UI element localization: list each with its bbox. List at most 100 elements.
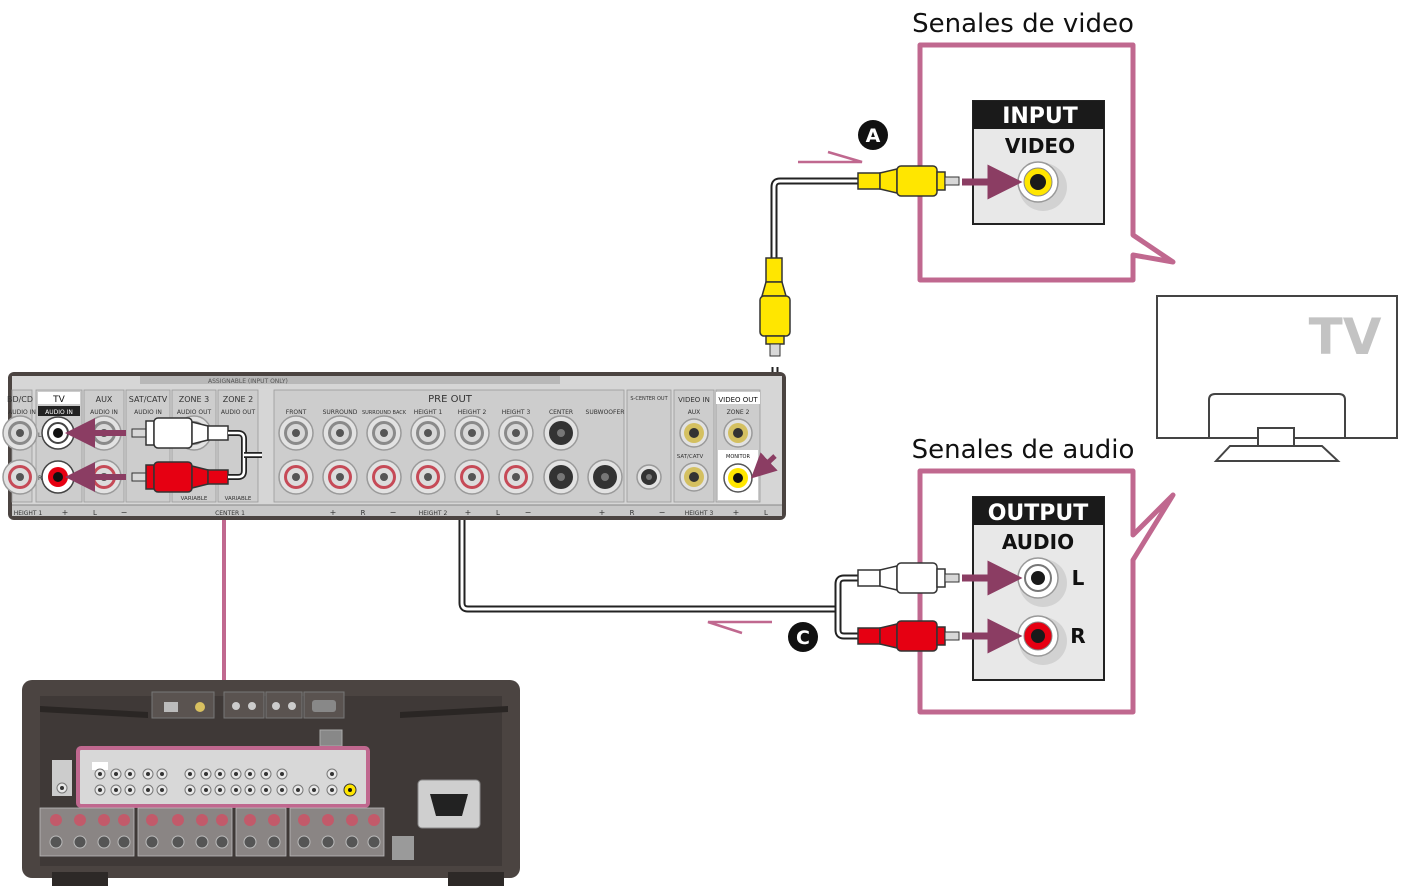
label-pre-out: PRE OUT [428, 394, 473, 405]
label-subwoofer: SUBWOOFER [586, 409, 625, 416]
label-tv-audio-in: AUDIO IN [45, 409, 73, 416]
label-plus-3: + [465, 508, 472, 517]
tv-label: TV [1309, 308, 1382, 366]
jack-subwoofer-1 [543, 459, 579, 495]
label-zone3-audio-out: AUDIO OUT [177, 409, 212, 416]
label-bottom-center-1: CENTER 1 [215, 510, 245, 517]
label-plus-1: + [62, 508, 69, 517]
label-height-2: HEIGHT 2 [458, 409, 487, 416]
label-video-in-aux: AUX [688, 409, 701, 416]
receiver-panel-zoom: ASSIGNABLE (INPUT ONLY) BD/CD AUDIO IN T… [2, 372, 786, 520]
label-video-in-satcatv: SAT/CATV [677, 454, 704, 460]
label-surround-back: SURROUND BACK [362, 410, 407, 416]
label-bottom-height-3: HEIGHT 3 [685, 510, 714, 517]
label-video-in: VIDEO IN [678, 396, 710, 404]
label-ch-l: L [38, 432, 42, 439]
jack-subwoofer-2 [587, 459, 623, 495]
jack-tv-audio-in-l [41, 416, 75, 450]
jack-surround-l [322, 415, 358, 451]
audio-signal-arrow [707, 620, 772, 635]
label-monitor: MONITOR [726, 454, 750, 460]
label-bottom-r-1: R [361, 509, 366, 517]
audio-right-label: R [1070, 624, 1085, 648]
panel-white-plug [131, 417, 229, 449]
label-tv: TV [52, 395, 65, 405]
panel-red-plug [131, 461, 229, 493]
label-bottom-l-3: L [764, 509, 768, 517]
jack-monitor-out [723, 463, 753, 493]
label-aux-audio-in: AUDIO IN [90, 409, 118, 416]
audio-section-title: Senales de audio [912, 435, 1135, 465]
jack-bd-r [2, 459, 38, 495]
label-surround: SURROUND [323, 409, 358, 416]
label-bottom-r-2: R [630, 509, 635, 517]
jack-center [543, 415, 579, 451]
jack-height3-r [498, 459, 534, 495]
jack-front-l [278, 415, 314, 451]
jack-video-in-satcatv [679, 462, 709, 492]
video-signal-arrow [798, 150, 863, 164]
video-section-title: Senales de video [912, 9, 1134, 39]
label-bd-cd: BD/CD [7, 395, 33, 404]
audio-right-jack [1017, 615, 1067, 665]
audio-left-label: L [1072, 566, 1085, 590]
label-height-3: HEIGHT 3 [502, 409, 531, 416]
label-center: CENTER [549, 409, 573, 416]
label-front: FRONT [286, 409, 307, 416]
video-label: VIDEO [1005, 134, 1075, 158]
output-badge: OUTPUT [988, 501, 1089, 526]
jack-video-out-zone2 [723, 418, 753, 448]
svg-text:C: C [796, 627, 810, 649]
assignable-label: ASSIGNABLE (INPUT ONLY) [208, 378, 288, 385]
jack-surround-back-l [366, 415, 402, 451]
jack-height1-r [410, 459, 446, 495]
jack-bd-l [2, 415, 38, 451]
label-aux: AUX [96, 395, 113, 404]
audio-label: AUDIO [1002, 530, 1074, 554]
audio-cable [242, 451, 960, 652]
label-bottom-l-2: L [496, 509, 500, 517]
label-minus-2: − [390, 508, 397, 517]
audio-left-jack [1017, 557, 1067, 607]
label-variable-1: VARIABLE [181, 496, 208, 502]
label-minus-4: − [659, 508, 666, 517]
label-ch-r: R [38, 475, 42, 482]
jack-tv-audio-in-r [41, 460, 75, 494]
jack-video-in-aux [679, 418, 709, 448]
label-zone2: ZONE 2 [223, 395, 253, 404]
jack-height2-r [454, 459, 490, 495]
label-satcatv: SAT/CATV [129, 395, 168, 404]
label-minus-1: − [121, 508, 128, 517]
jack-height1-l [410, 415, 446, 451]
av-receiver-rear [22, 680, 520, 886]
svg-text:A: A [866, 125, 881, 147]
jack-s-center-out [636, 464, 662, 490]
jack-height2-l [454, 415, 490, 451]
label-bottom-height-1: HEIGHT 1 [14, 510, 43, 517]
label-minus-3: − [525, 508, 532, 517]
label-satcatv-audio-in: AUDIO IN [134, 409, 162, 416]
label-zone2-audio-out: AUDIO OUT [221, 409, 256, 416]
label-bd-audio-in: AUDIO IN [8, 409, 36, 416]
jack-height3-l [498, 415, 534, 451]
audio-output-panel: OUTPUT AUDIO L R [972, 496, 1105, 681]
cable-c-marker: C [788, 622, 818, 652]
jack-front-r [278, 459, 314, 495]
label-zone3: ZONE 3 [179, 395, 209, 404]
label-bottom-height-2: HEIGHT 2 [419, 510, 448, 517]
video-input-panel: INPUT VIDEO [972, 100, 1105, 225]
arrow-into-monitor [750, 452, 778, 479]
jack-surround-back-r [366, 459, 402, 495]
label-video-out-zone2: ZONE 2 [727, 409, 750, 416]
label-video-out: VIDEO OUT [718, 396, 758, 404]
jack-surround-r [322, 459, 358, 495]
label-height-1: HEIGHT 1 [414, 409, 443, 416]
label-plus-2: + [330, 508, 337, 517]
label-bottom-l-1: L [93, 509, 97, 517]
label-variable-2: VARIABLE [225, 496, 252, 502]
input-badge: INPUT [1002, 104, 1078, 129]
cable-a-marker: A [858, 120, 888, 150]
label-plus-4: + [599, 508, 606, 517]
label-s-center-out: S-CENTER OUT [630, 396, 668, 402]
